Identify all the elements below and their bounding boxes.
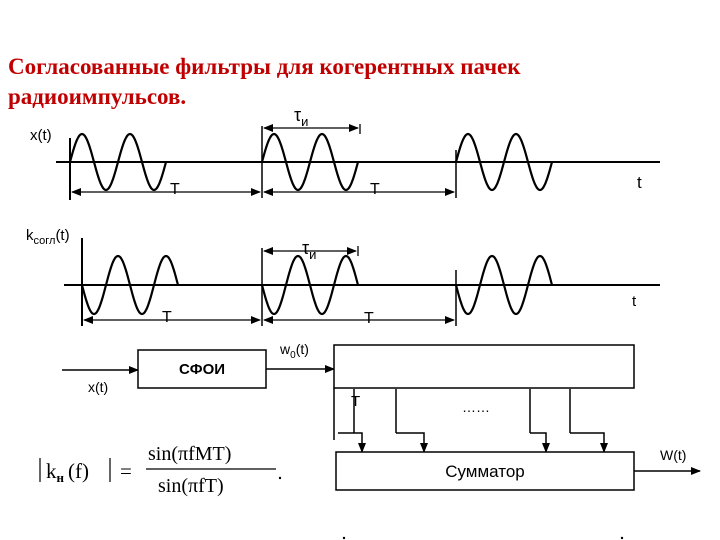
block-diagram: x(t) СФОИ w0(t) T …… Сумматор W(t) <box>62 341 701 491</box>
signal-x-label: t <box>637 173 642 192</box>
output-label: W(t) <box>660 447 686 463</box>
tap-connector-3 <box>530 432 550 453</box>
stray-dot-left <box>342 536 346 540</box>
sfoi-label: СФОИ <box>179 361 225 378</box>
signal-period-label-2: T <box>370 181 380 198</box>
filter-burst-3 <box>454 254 554 316</box>
signal-burst-3 <box>454 132 554 192</box>
filter-y-label: kсогл(t) <box>26 227 70 247</box>
signal-period-label-1: T <box>170 181 180 198</box>
filter-period-label-2: T <box>364 310 374 327</box>
taps-ellipsis: …… <box>462 399 490 415</box>
filter-x-label: t <box>632 293 637 310</box>
signal-plot: x(t) t T T τи <box>30 105 660 200</box>
filter-tau-label: τи <box>302 238 316 262</box>
adder-label: Сумматор <box>445 462 525 481</box>
tap-connector-1 <box>338 432 366 453</box>
delay-label: T <box>351 393 360 410</box>
adder-block <box>335 451 635 491</box>
formula-numerator: sin(πfMT) <box>148 443 231 465</box>
formula-lhs: kн(f) <box>46 459 89 485</box>
input-label: x(t) <box>88 379 108 395</box>
transfer-formula: kн(f) = sin(πfMT) sin(πfT) <box>39 443 282 497</box>
filter-plot: kсогл(t) t T T τи <box>26 227 660 327</box>
delay-line-block <box>333 344 635 389</box>
formula-equals: = <box>120 459 132 483</box>
signal-burst-1 <box>68 132 168 192</box>
formula-denominator: sin(πfT) <box>158 475 224 497</box>
signal-tau-label: τи <box>294 105 308 129</box>
signal-y-label: x(t) <box>30 127 52 144</box>
w0-label: w0(t) <box>279 341 309 361</box>
filter-period-label-1: T <box>162 309 172 326</box>
formula-period <box>278 476 282 480</box>
signal-burst-2 <box>260 132 360 192</box>
tap-connector-4 <box>570 432 608 453</box>
tap-connector-2 <box>396 432 428 453</box>
filter-burst-2 <box>260 254 360 316</box>
slide-title: Согласованные фильтры для когерентных па… <box>8 54 521 109</box>
filter-burst-1 <box>80 254 180 316</box>
stray-dot-right <box>620 536 624 540</box>
